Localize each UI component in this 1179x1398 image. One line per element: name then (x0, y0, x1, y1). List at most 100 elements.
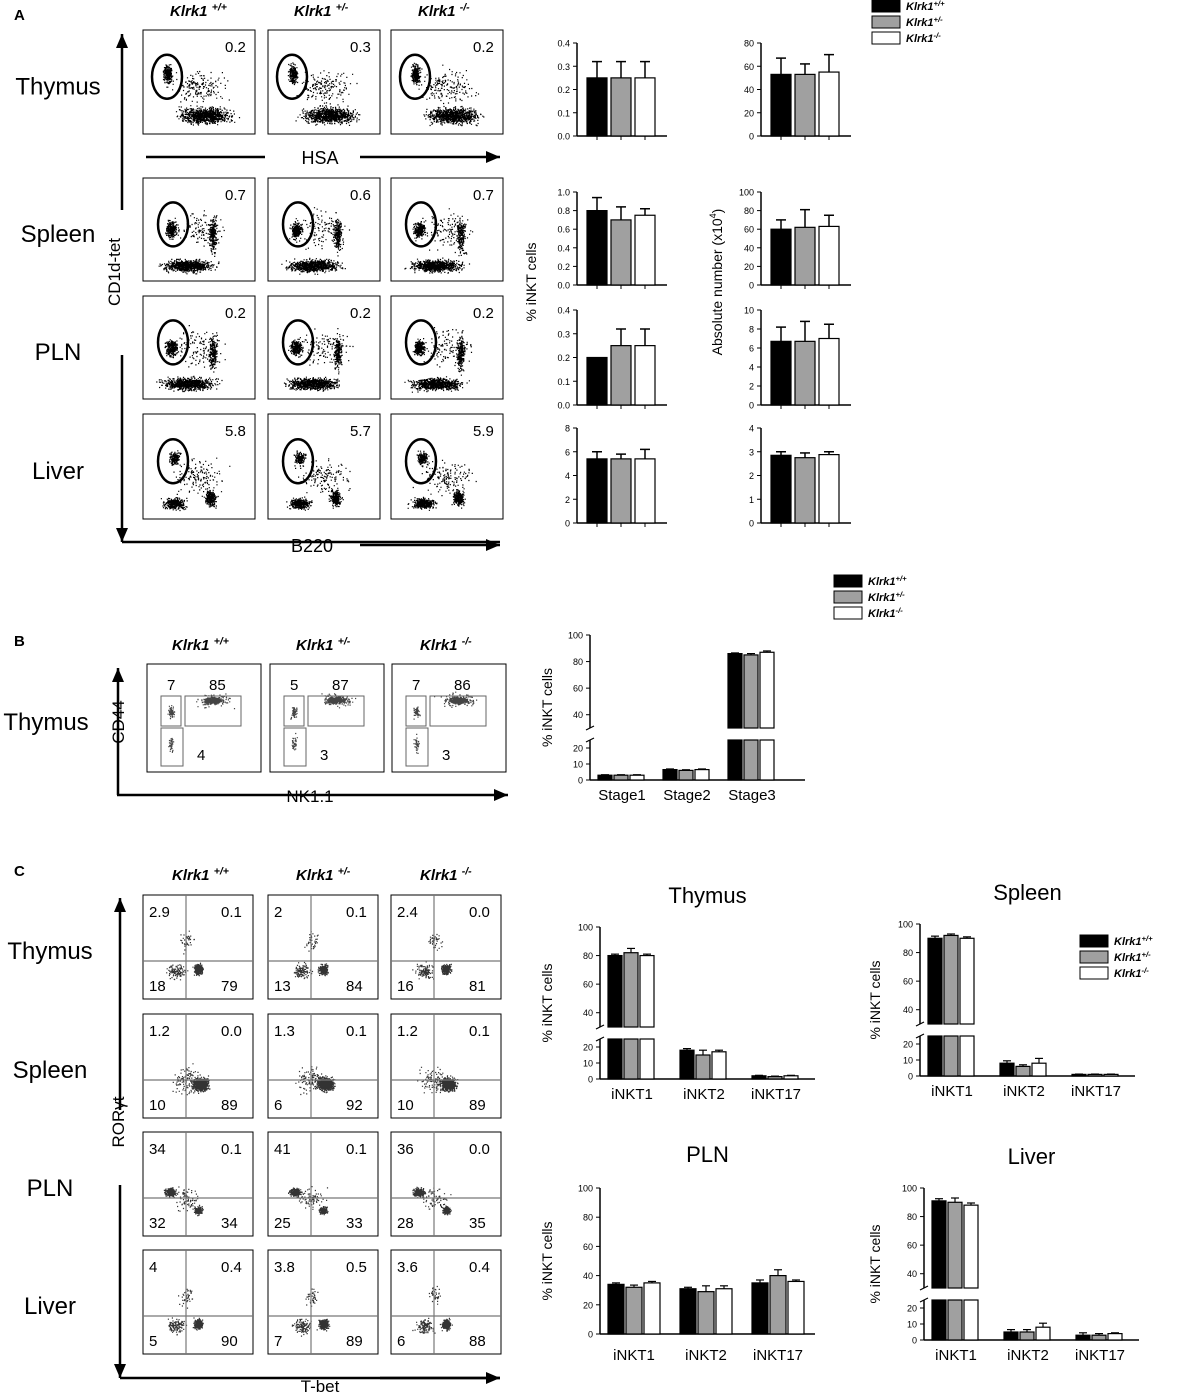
x-axis-label-C: T-bet (301, 1377, 340, 1396)
x-category-label: iNKT2 (1007, 1347, 1049, 1364)
legend-A-swatch-0 (871, 0, 901, 13)
quadrant-percent-tr: 0.0 (221, 1023, 242, 1040)
bar-high-iNKT1-1 (623, 952, 639, 1028)
bar-low-iNKT1-1 (947, 1299, 963, 1341)
bar-Stage1-2 (629, 774, 645, 781)
y-axis-label: % iNKT cells (867, 1224, 883, 1303)
bar-low-iNKT1-0 (927, 1035, 943, 1077)
bar-1 (794, 340, 816, 406)
flow-dots-A-2-2-dots (404, 327, 473, 393)
y-tick-label: 10 (583, 1059, 593, 1069)
quadrant-percent-bl: 10 (397, 1097, 414, 1114)
flow-dots-A-2-0-dots (156, 325, 226, 393)
tissue-label: Liver (32, 458, 84, 485)
y-tick-label: 60 (573, 684, 583, 694)
flow-plot-C-2-0 (142, 1131, 254, 1237)
quadrant-percent-br: 35 (469, 1215, 486, 1232)
bar-2 (818, 454, 840, 524)
x-axis-arrow-B-head (494, 789, 508, 801)
quadrant-percent-br: 89 (346, 1333, 363, 1350)
y-tick-label: 3 (749, 447, 754, 457)
legend-C-label-0: Klrk1+/+ (1114, 934, 1153, 948)
bar-Stage2-0 (662, 768, 678, 781)
bar-high-iNKT1-0 (927, 937, 943, 1025)
y-tick-label: 20 (744, 262, 754, 272)
y-tick-label: 6 (565, 447, 570, 457)
y-tick-label: 8 (565, 424, 570, 434)
break-mark (595, 1024, 605, 1030)
y-tick-label: 60 (744, 62, 754, 72)
bar-high-iNKT1-0 (607, 954, 623, 1028)
bar-high-iNKT1-0 (931, 1200, 947, 1289)
y-tick-label: 2 (749, 471, 754, 481)
gate-stage3 (307, 695, 365, 727)
flow-dots-A-3-0-dots (160, 450, 231, 512)
quadrant-percent-tl: 4 (149, 1259, 157, 1276)
flow-dots-A-1-2 (404, 208, 474, 274)
gate-percent-A: 0.2 (350, 305, 371, 322)
y-tick-label: 0 (749, 519, 754, 529)
gate-percent-A: 0.6 (350, 187, 371, 204)
flow-plot-C-0-2 (390, 894, 502, 1000)
gate-ellipse (150, 53, 184, 101)
bar-2 (818, 71, 840, 137)
quadrant-percent-br: 33 (346, 1215, 363, 1232)
quadrant-percent-bl: 28 (397, 1215, 414, 1232)
bar-iNKT17-0 (1075, 1334, 1091, 1341)
legend-C-swatch-2 (1079, 966, 1109, 980)
quadrant-percent-bl: 6 (397, 1333, 405, 1350)
y-tick-label: 60 (744, 225, 754, 235)
gate-ellipse (275, 53, 309, 101)
tissue-label-B: Thymus (3, 709, 88, 736)
flow-plot-B-1 (269, 663, 385, 773)
flow-dots-A-0-1-dots (287, 62, 361, 126)
flow-dots-A-3-0 (160, 450, 231, 512)
break-mark (915, 1033, 925, 1039)
bar-1 (794, 73, 816, 137)
quadrant-percent-tr: 0.1 (346, 904, 367, 921)
bar-0 (586, 356, 608, 406)
x-axis-b220-arrow-head (486, 539, 500, 551)
y-tick-label: 80 (744, 39, 754, 49)
flow-dots-C-3-1 (291, 1288, 331, 1337)
bar-iNKT17-0 (751, 1075, 767, 1080)
x-axis-arrow-C-head (486, 1372, 500, 1384)
legend-C-label-1: Klrk1+/- (1114, 950, 1151, 964)
gate-stage2 (283, 695, 305, 727)
legend-A-label-1: Klrk1+/- (906, 15, 943, 29)
gate-stage1 (405, 727, 429, 767)
y-tick-label: 0.4 (557, 306, 570, 316)
quadrant-percent-br: 84 (346, 978, 363, 995)
quadrant-percent-bl: 6 (274, 1097, 282, 1114)
gate-percent-B: 86 (454, 677, 471, 694)
legend-C-swatch-1 (1079, 950, 1109, 964)
flow-plot-C-1-2 (390, 1013, 502, 1119)
bar-iNKT2-2 (711, 1051, 727, 1080)
y-tick-label: 0.4 (557, 39, 570, 49)
y-tick-label: 100 (578, 1184, 593, 1194)
bar-1 (610, 77, 632, 137)
genotype-header-B: Klrk1 -/- (420, 635, 472, 654)
x-category-label: iNKT2 (685, 1347, 727, 1364)
chart-A-spleen-pct: 0.00.20.40.60.81.0 (557, 188, 667, 291)
gate-percent-B: 5 (290, 677, 298, 694)
chart-A-thymus-pct: 0.00.10.20.30.4 (557, 39, 667, 142)
gate-percent-B: 3 (320, 747, 328, 764)
bar-high-iNKT1-2 (639, 954, 655, 1028)
y-tick-label: 0 (749, 401, 754, 411)
quadrant-percent-tl: 1.3 (274, 1023, 295, 1040)
quadrant-percent-br: 34 (221, 1215, 238, 1232)
y-tick-label: 0.1 (557, 377, 570, 387)
bar-iNKT17-2 (1107, 1332, 1123, 1341)
quadrant-percent-tl: 2.9 (149, 904, 170, 921)
quadrant-percent-tr: 0.0 (469, 904, 490, 921)
gate-ellipse (281, 319, 315, 366)
legend-A-label-0: Klrk1+/+ (906, 0, 945, 13)
flow-dots-A-0-0-dots (162, 64, 241, 126)
legend-B-label-2: Klrk1-/- (868, 606, 903, 620)
y-tick-label: 2 (749, 382, 754, 392)
gate-percent-B: 87 (332, 677, 349, 694)
legend-B-swatch-0 (833, 574, 863, 588)
